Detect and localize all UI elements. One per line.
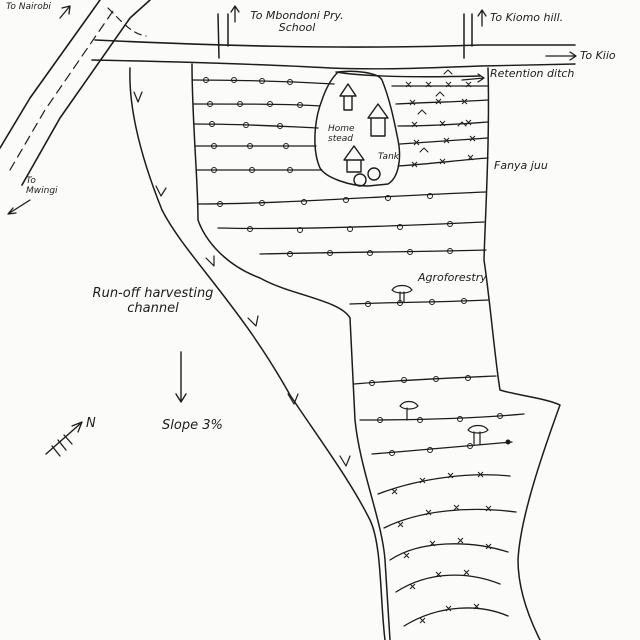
label-tank: Tank: [378, 152, 399, 162]
label-retention-ditch: Retention ditch: [490, 67, 575, 80]
label-slope: Slope 3%: [162, 418, 223, 433]
label-runoff-channel: Run-off harvesting channel: [92, 286, 214, 316]
north-arrow: [45, 421, 83, 457]
slope-arrow: [175, 351, 187, 403]
terrace-lines: [191, 79, 525, 627]
label-homestead: Home stead: [328, 124, 355, 144]
terrace-markers: [203, 77, 503, 624]
runoff-channel: [129, 67, 386, 640]
label-north: N: [86, 416, 96, 431]
retention-ditch: [335, 71, 485, 83]
label-agroforestry: Agroforestry: [418, 271, 487, 284]
label-to-nairobi: To Nairobi: [6, 2, 51, 12]
homestead-enclosure: [314, 70, 401, 187]
side-road-kiomo: [463, 13, 473, 59]
road-to-kiio: [91, 39, 576, 70]
label-to-kiio: To Kiio: [580, 49, 616, 62]
label-fanya-juu: Fanya juu: [494, 159, 548, 172]
label-to-mwingi: To Mwingi: [26, 176, 58, 196]
main-road: [0, 0, 151, 186]
farm-boundary: [191, 63, 561, 640]
side-road-mbondoni: [217, 13, 229, 59]
direction-arrows: [7, 5, 577, 215]
agroforestry-trees: [391, 69, 511, 445]
label-to-kiomo: To Kiomo hill.: [490, 11, 564, 24]
label-to-mbondoni: To Mbondoni Pry. School: [250, 9, 344, 34]
